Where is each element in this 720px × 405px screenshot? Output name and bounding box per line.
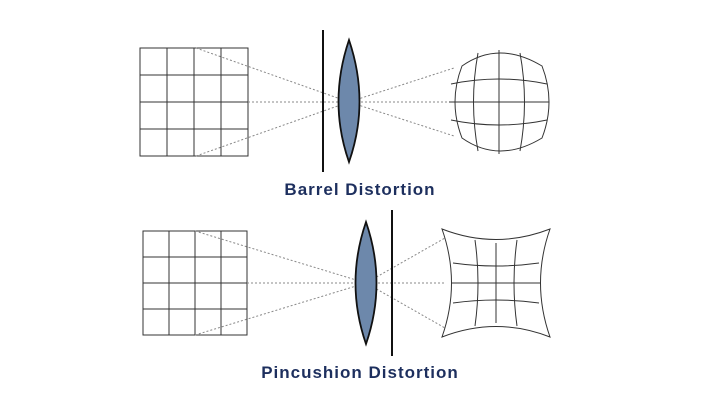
barrel-object-grid — [139, 47, 249, 157]
pincushion-rays — [194, 230, 446, 336]
barrel-lens-icon — [337, 37, 361, 165]
pincushion-row — [142, 210, 551, 356]
barrel-distortion-caption: Barrel Distortion — [284, 180, 436, 199]
pincushion-distortion-caption: Pincushion Distortion — [261, 363, 459, 382]
barrel-distorted-grid — [449, 50, 550, 154]
pincushion-lens-icon — [354, 219, 378, 347]
pincushion-distorted-grid — [441, 228, 551, 338]
barrel-rays — [195, 47, 455, 157]
barrel-row — [139, 30, 550, 172]
pincushion-object-grid — [142, 230, 248, 336]
